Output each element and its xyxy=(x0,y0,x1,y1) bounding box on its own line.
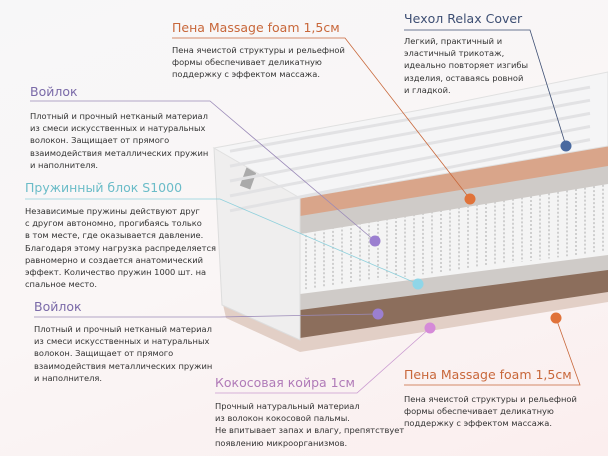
top-foam-layer xyxy=(300,146,608,216)
quilt-stitch xyxy=(229,111,591,183)
coir-marker xyxy=(424,322,436,334)
cover-marker xyxy=(560,140,572,152)
foam-bottom-text: Пена ячеистой структуры и рельефной форм… xyxy=(404,394,577,429)
coir-text: Прочный натуральный материал из волокон … xyxy=(215,401,405,448)
foam-top-marker xyxy=(464,193,476,205)
cover-text: Легкий, практичный и эластичный трикотаж… xyxy=(404,36,529,95)
spring-marker xyxy=(412,278,424,290)
quilt-stitch xyxy=(229,125,591,198)
foam-bottom-title: Пена Massage foam 1,5см xyxy=(404,367,572,382)
bottom-felt-layer xyxy=(300,250,608,310)
foam-top-title: Пена Massage foam 1,5см xyxy=(172,20,340,35)
spring-text: Независимые пружины действуют друг с дру… xyxy=(25,206,217,290)
foam-top-text: Пена ячеистой структуры и рельефной форм… xyxy=(172,45,345,80)
coir-title: Кокосовая койра 1см xyxy=(215,375,355,390)
cover-title: Чехол Relax Cover xyxy=(404,11,523,26)
quilt-stitch xyxy=(229,138,591,213)
foam-bottom-marker xyxy=(550,312,562,324)
felt-bottom-marker xyxy=(372,308,384,320)
spring-title: Пружинный блок S1000 xyxy=(25,180,183,195)
felt-top-marker xyxy=(369,235,381,247)
quilt-stitch xyxy=(229,85,591,153)
top-felt-layer xyxy=(300,162,608,234)
felt-top-text: Плотный и прочный нетканый материал из с… xyxy=(30,111,209,170)
felt-bottom-text: Плотный и прочный нетканый материал из с… xyxy=(34,324,213,383)
felt-bottom-title: Войлок xyxy=(34,299,82,314)
felt-top-title: Войлок xyxy=(30,84,78,99)
quilt-stitch xyxy=(229,98,591,168)
